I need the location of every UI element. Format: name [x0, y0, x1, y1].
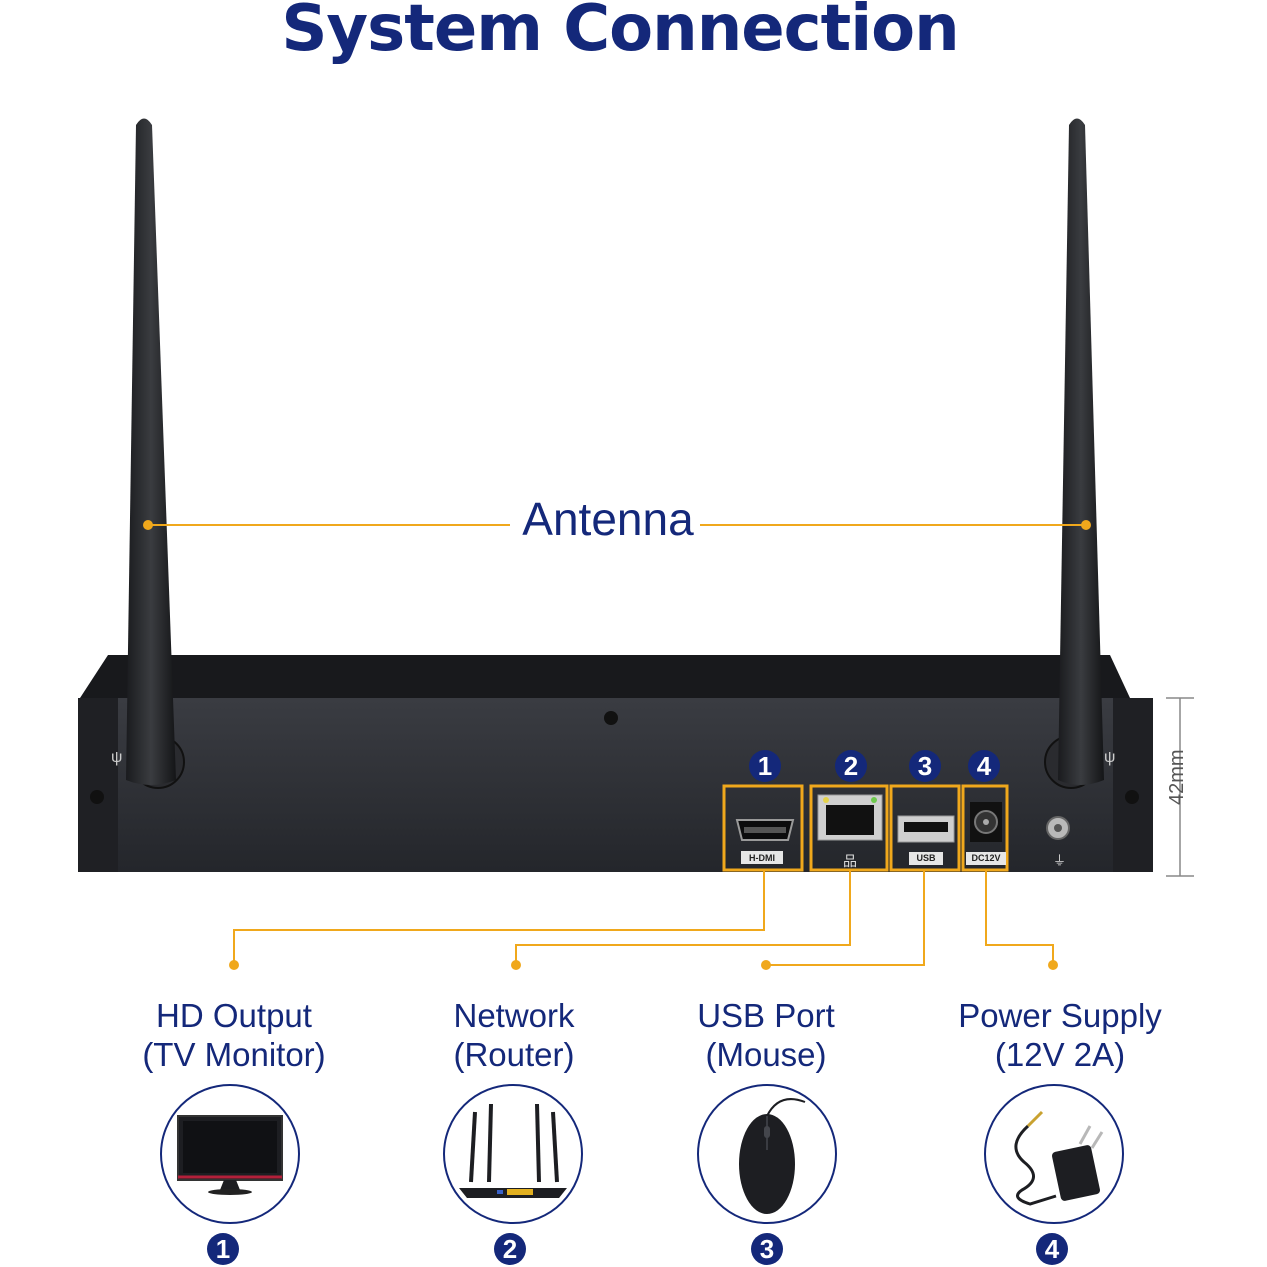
svg-text:ψ: ψ — [1104, 749, 1115, 766]
device-label-1-line2: (TV Monitor) — [142, 1036, 326, 1073]
screw-top — [604, 711, 618, 725]
device-label-1: HD Output (TV Monitor) — [84, 996, 384, 1074]
connector-line-4 — [985, 870, 1054, 965]
port-number-2: 2 — [835, 750, 867, 782]
router-icon — [459, 1103, 567, 1198]
screw-right — [1125, 790, 1139, 804]
network-symbol-icon: 品 — [843, 853, 857, 869]
connector-line-1 — [233, 870, 765, 965]
svg-text:ψ: ψ — [111, 749, 122, 766]
mouse-circle — [697, 1084, 837, 1224]
device-label-3-line2: (Mouse) — [705, 1036, 827, 1073]
dc-port-label: DC12V — [971, 853, 1001, 863]
device-label-3: USB Port (Mouse) — [616, 996, 916, 1074]
connector-line-3 — [766, 870, 925, 966]
height-dimension-label: 42mm — [1166, 749, 1188, 805]
device-top-cover — [80, 655, 1130, 698]
mouse-icon — [739, 1098, 806, 1214]
svg-text:⏚: ⏚ — [1053, 854, 1066, 869]
antenna-left — [126, 118, 176, 785]
connector-line-2 — [515, 870, 851, 965]
tv-monitor-circle — [160, 1084, 300, 1224]
usb-port-label: USB — [916, 853, 936, 863]
device-label-3-line1: USB Port — [697, 997, 835, 1034]
device-label-4-line2: (12V 2A) — [994, 1036, 1126, 1073]
device-label-4-line1: Power Supply — [958, 997, 1162, 1034]
device-label-2: Network (Router) — [364, 996, 664, 1074]
device-badge-2: 2 — [494, 1233, 526, 1265]
device-label-4: Power Supply (12V 2A) — [910, 996, 1210, 1074]
antenna-right — [1058, 118, 1104, 785]
hdmi-port-label: H-DMI — [749, 853, 775, 863]
port-number-4: 4 — [968, 750, 1000, 782]
router-circle — [443, 1084, 583, 1224]
screw-left — [90, 790, 104, 804]
power-adapter-icon — [1014, 1110, 1104, 1206]
tv-monitor-icon — [177, 1115, 283, 1195]
device-label-2-line2: (Router) — [453, 1036, 575, 1073]
port-number-3: 3 — [909, 750, 941, 782]
power-adapter-circle — [984, 1084, 1124, 1224]
device-badge-4: 4 — [1036, 1233, 1068, 1265]
device-label-2-line1: Network — [453, 997, 575, 1034]
device-badge-3: 3 — [751, 1233, 783, 1265]
page-title: System Connection — [281, 0, 959, 66]
port-number-1: 1 — [749, 750, 781, 782]
antenna-label: Antenna — [522, 493, 694, 545]
device-badge-1: 1 — [207, 1233, 239, 1265]
device-label-1-line1: HD Output — [156, 997, 312, 1034]
